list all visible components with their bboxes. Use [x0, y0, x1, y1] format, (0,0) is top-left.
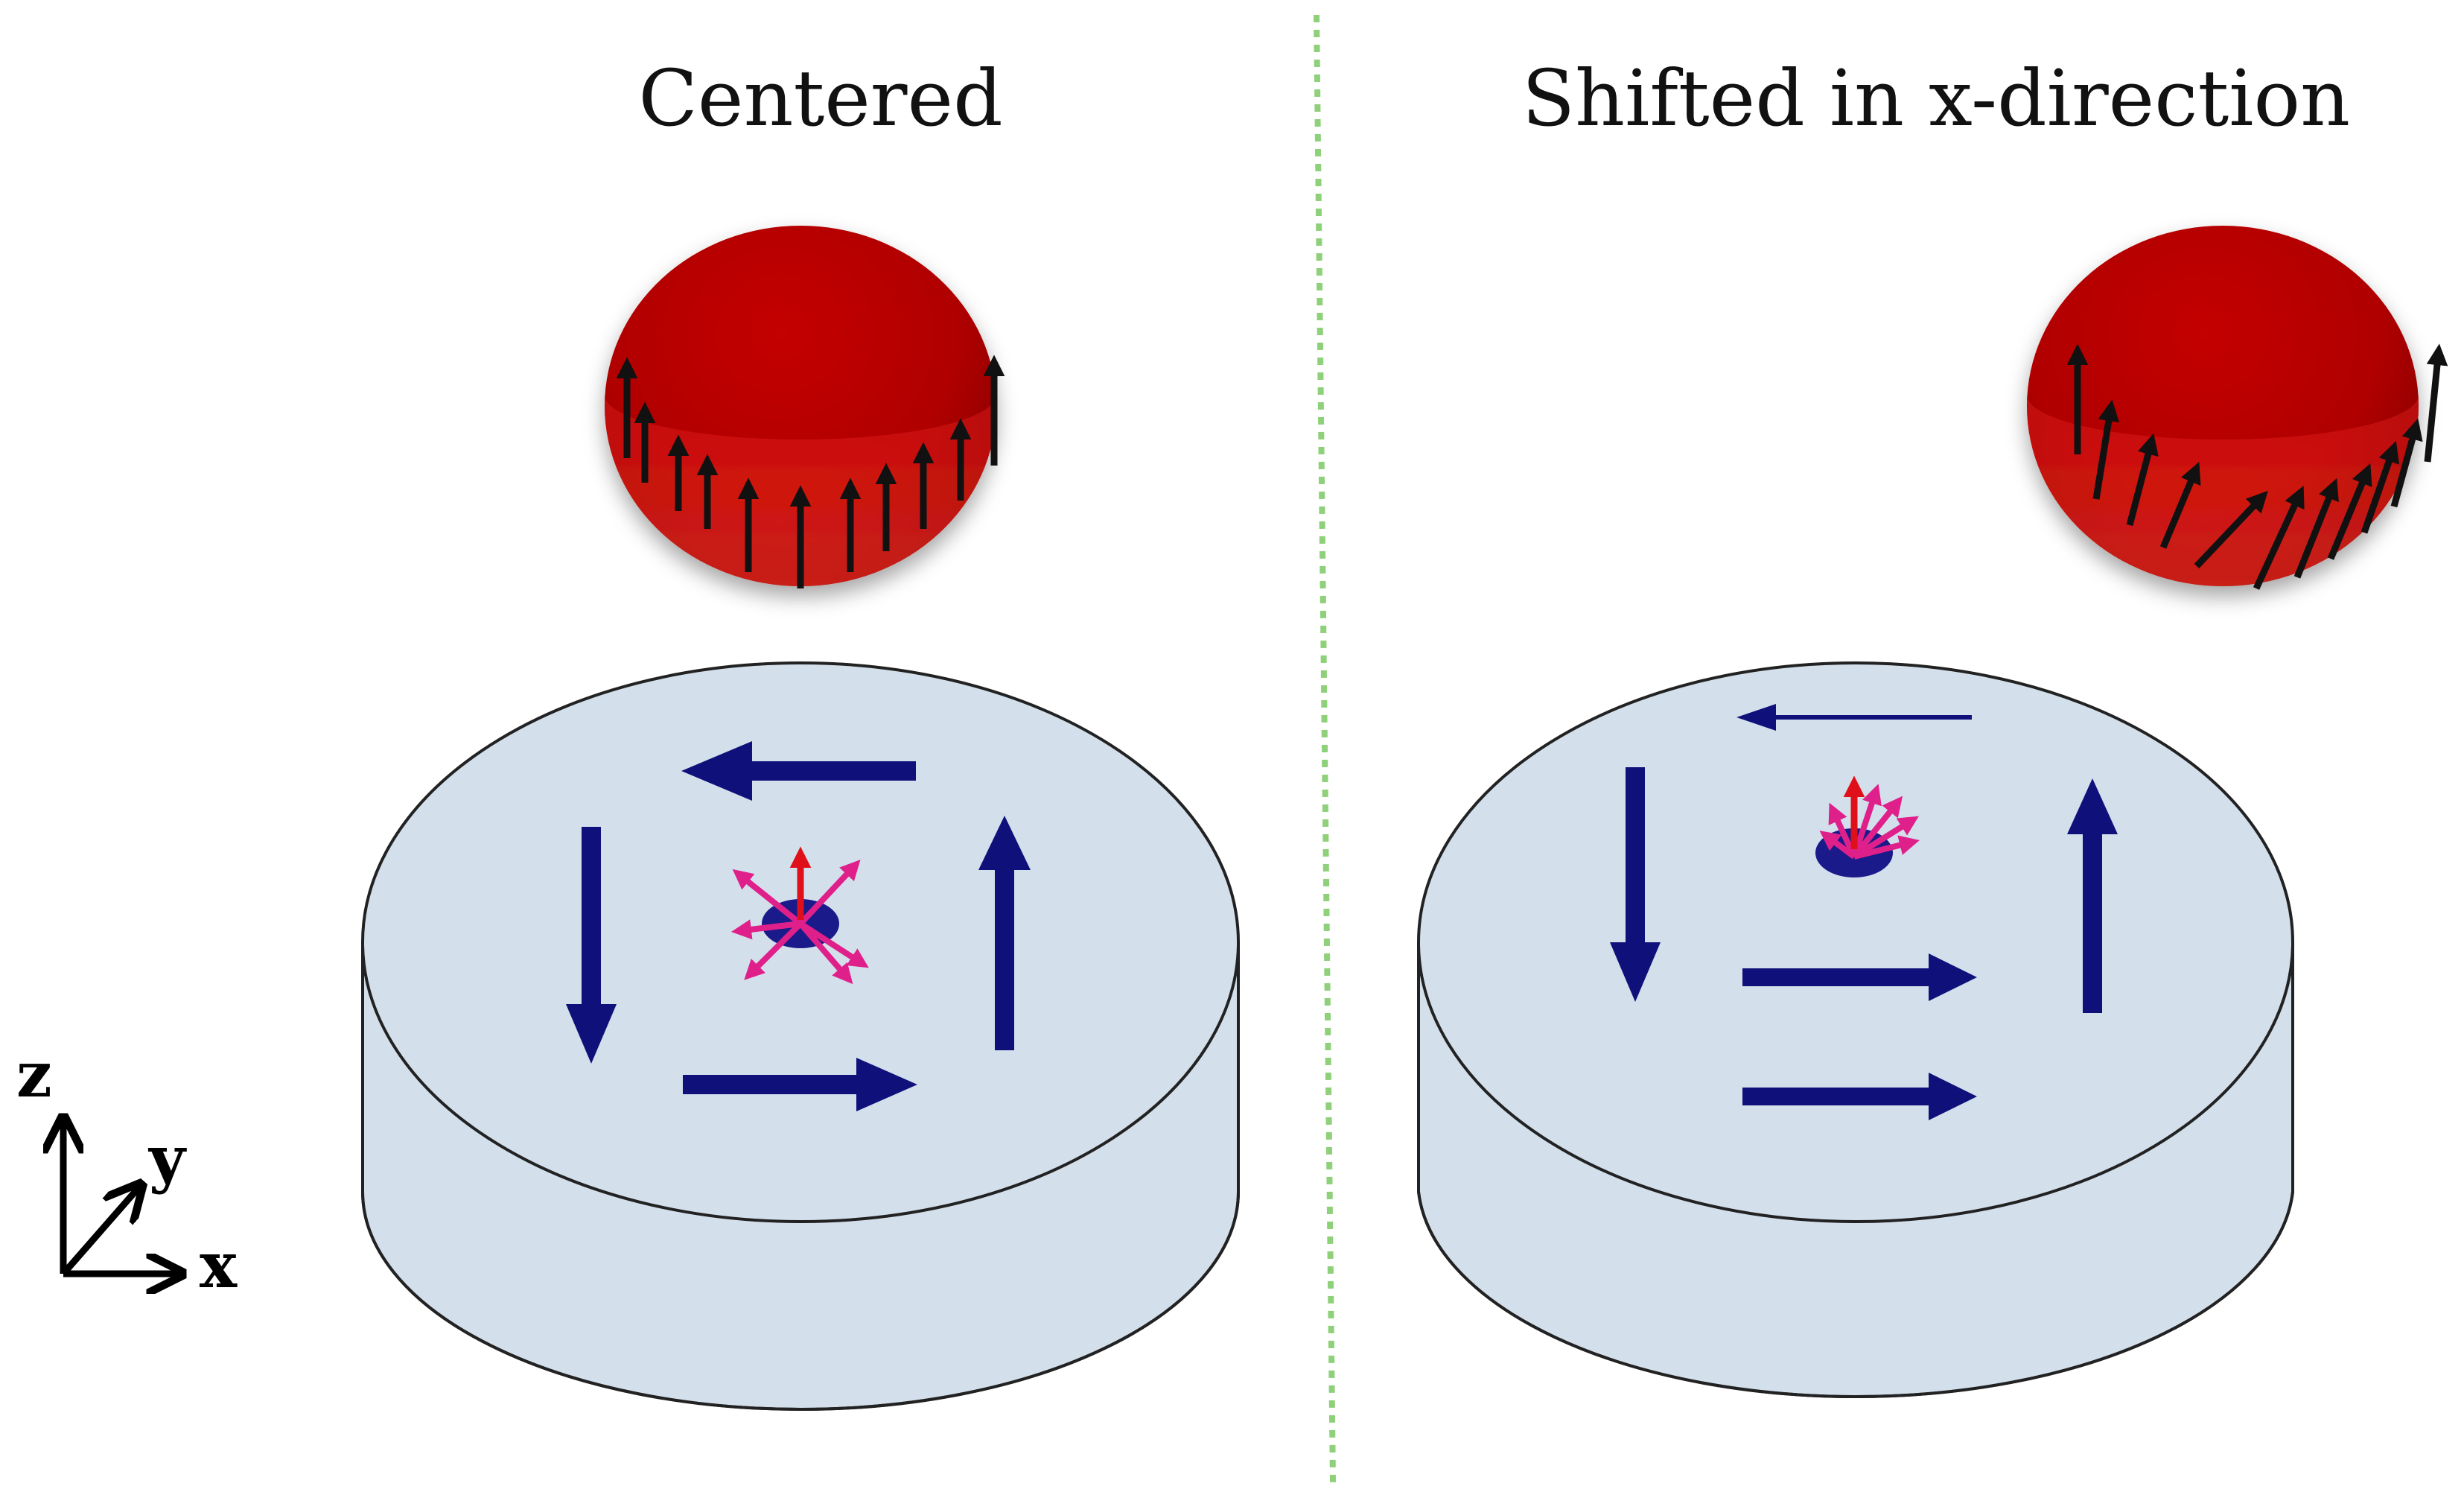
- field-arrow: [2126, 433, 2159, 527]
- field-arrow: [2194, 490, 2268, 569]
- y-axis: [60, 1184, 141, 1276]
- field-arrow: [2424, 343, 2448, 463]
- right-vortex-core: [1815, 775, 1920, 877]
- field-arrow: [2092, 399, 2120, 500]
- panel-divider: [1314, 14, 1336, 1483]
- right-panel-title: Shifted in x-direction: [1522, 53, 2350, 144]
- right-magnet-sphere: [2027, 226, 2419, 586]
- right-vortex-arrows: [1610, 704, 2118, 1120]
- left-sphere-field-arrows: [616, 355, 1005, 588]
- right-disk: [1417, 661, 2294, 1398]
- left-vortex-arrows: [566, 741, 1031, 1111]
- left-panel-title: Centered: [638, 53, 1002, 144]
- vortex-arrow-bottom-right: [683, 1058, 917, 1111]
- vortex-arrow-bottom-right: [1742, 1073, 1977, 1120]
- coordinate-axes: [63, 1117, 182, 1274]
- y-axis-label: y: [147, 1122, 187, 1196]
- z-axis-label: z: [16, 1038, 52, 1111]
- left-vortex-core: [730, 846, 869, 985]
- vortex-arrow-left-down: [566, 827, 617, 1064]
- vortex-arrow-top-left: [681, 741, 916, 801]
- vortex-arrow-right-up: [2067, 778, 2118, 1013]
- field-arrow: [2253, 486, 2305, 590]
- right-sphere-field-arrows: [2066, 343, 2448, 590]
- vortex-arrow-right-up: [978, 816, 1031, 1050]
- vortex-arrow-left-down: [1610, 767, 1661, 1002]
- vortex-arrow-middle-right: [1742, 953, 1977, 1001]
- vortex-arrow-top-thin-left: [1736, 704, 1972, 731]
- field-arrow: [2293, 477, 2339, 579]
- x-axis-label: x: [200, 1228, 238, 1302]
- field-arrow: [2327, 463, 2372, 560]
- left-panel: [361, 226, 1240, 1411]
- field-arrow: [2159, 462, 2201, 549]
- field-arrow: [2360, 440, 2399, 534]
- field-arrow: [2390, 418, 2423, 508]
- right-panel: [1417, 226, 2448, 1398]
